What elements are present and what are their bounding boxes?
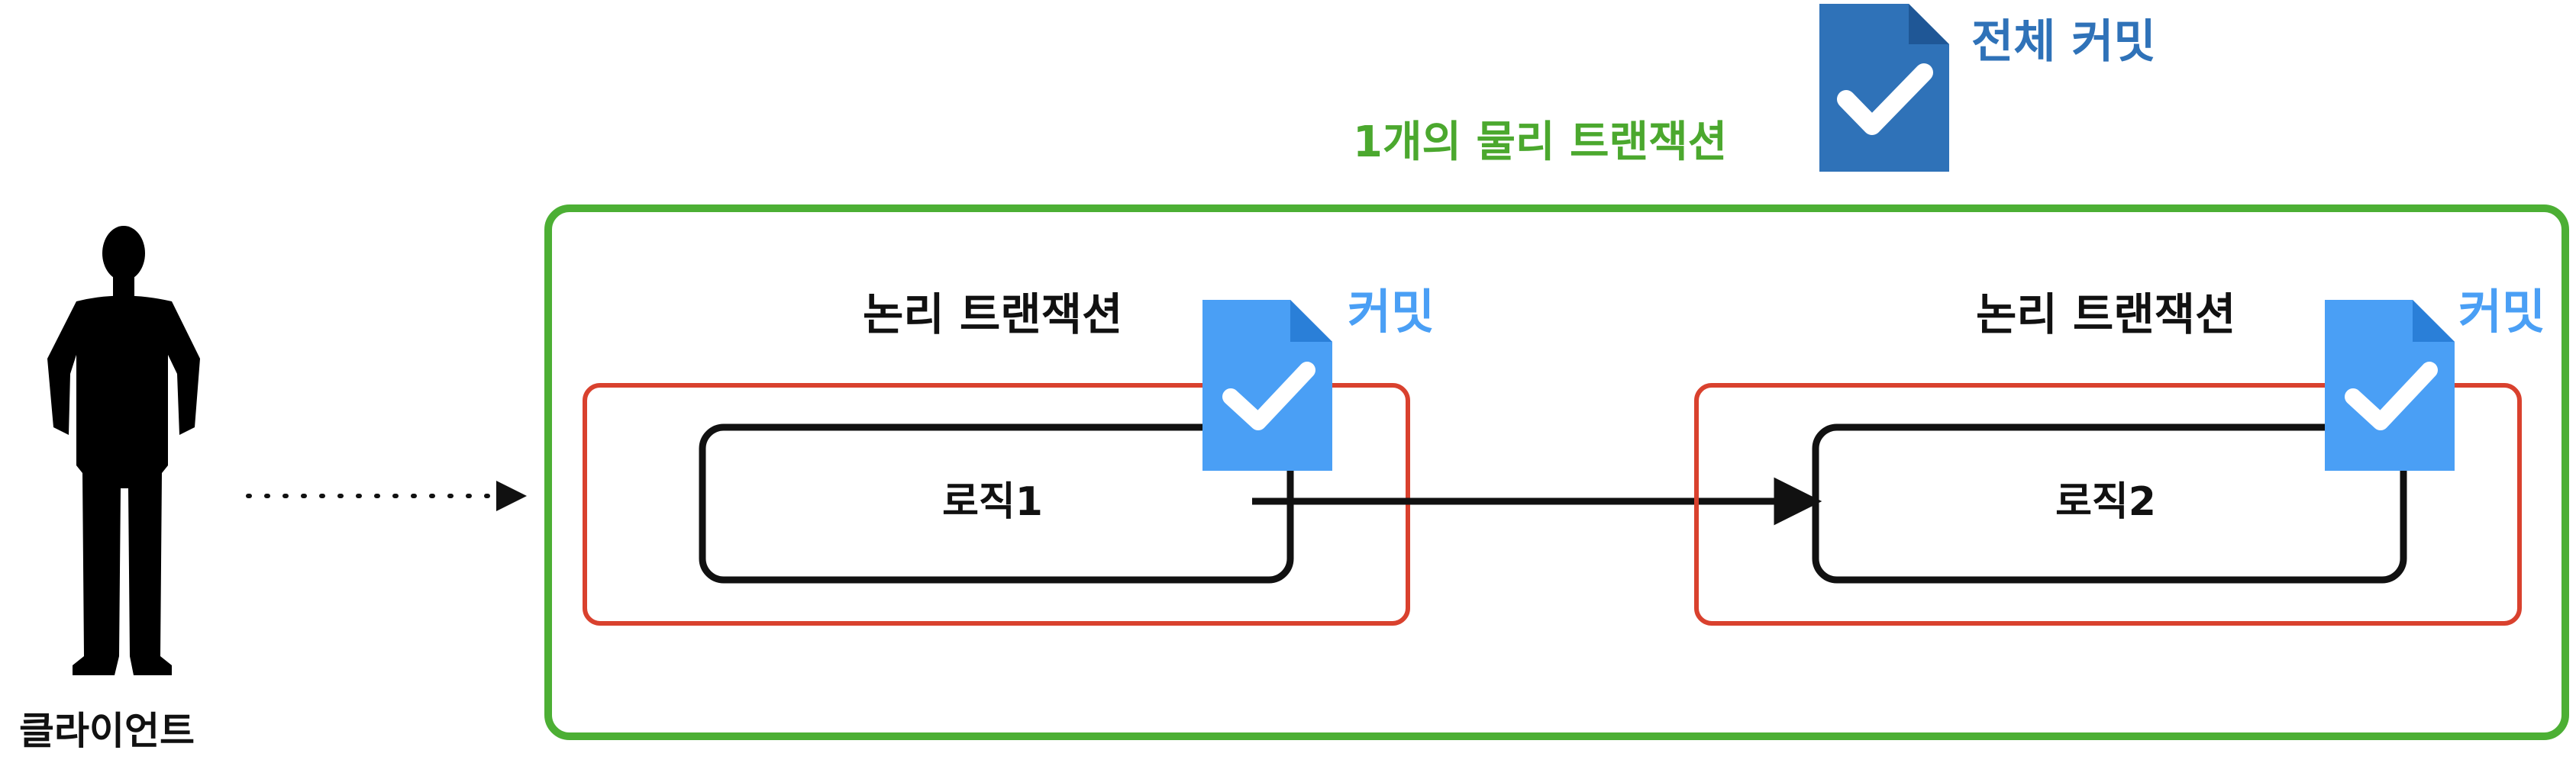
physical-transaction-box [544, 204, 2569, 740]
logical-transaction-1-title: 논리 트랜잭션 [863, 288, 1122, 340]
logic-2-label: 로직2 [2055, 479, 2156, 525]
client-label: 클라이언트 [19, 709, 195, 753]
overall-commit-icon [1819, 4, 1949, 172]
logical-transaction-2-commit-label: 커밋 [2458, 284, 2545, 340]
client-request-arrowhead [496, 481, 527, 511]
logic-2-box [1812, 423, 2407, 584]
logical-transaction-2-title: 논리 트랜잭션 [1976, 288, 2235, 340]
logic-1-label: 로직1 [942, 479, 1043, 525]
logical-transaction-1-commit-icon [1202, 300, 1332, 471]
client-person-icon [47, 226, 200, 675]
logical-transaction-2-box [1694, 383, 2522, 626]
physical-transaction-label: 1개의 물리 트랜잭션 [1353, 118, 1727, 167]
logical-transaction-2-commit-icon [2325, 300, 2455, 471]
logical-transaction-1-commit-label: 커밋 [1348, 284, 1435, 340]
overall-commit-label: 전체 커밋 [1971, 15, 2156, 69]
